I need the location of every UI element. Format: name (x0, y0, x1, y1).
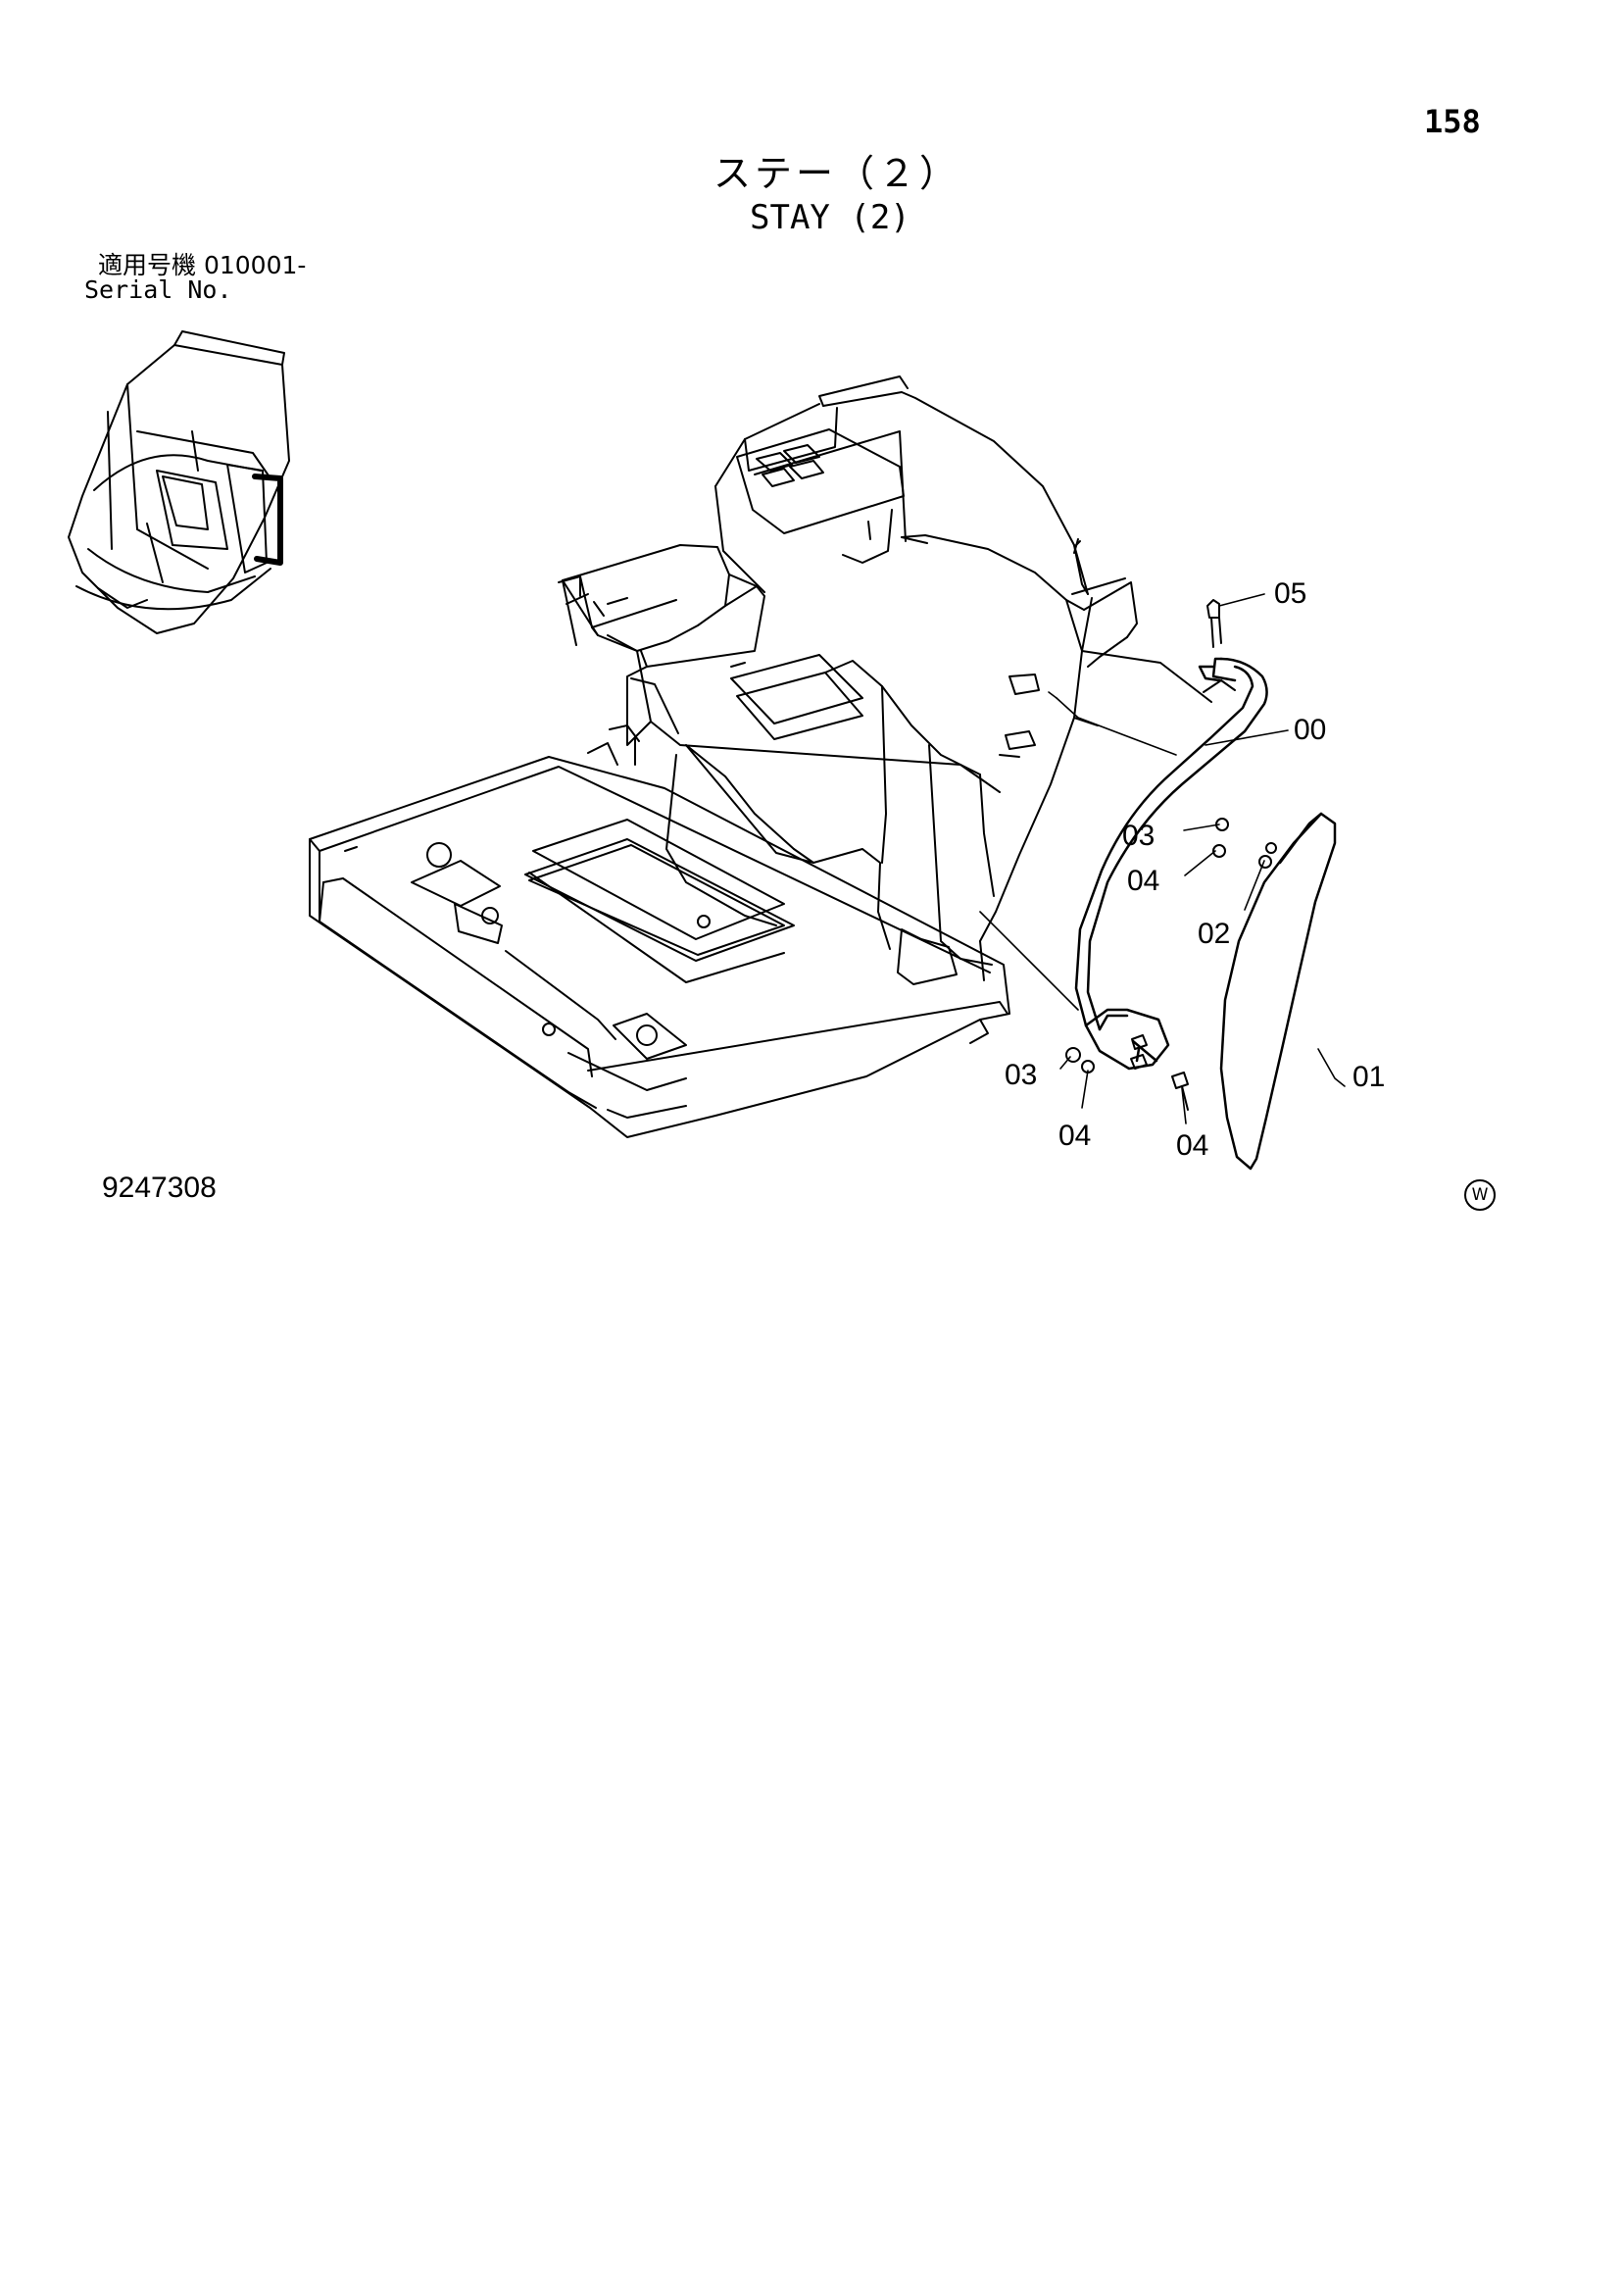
callout-04-lower-left: 04 (1058, 1120, 1091, 1152)
handrail-stay (1074, 657, 1268, 1071)
callout-04-lower-right: 04 (1176, 1129, 1208, 1162)
machine-overview-thumbnail (68, 330, 290, 634)
w-mark-icon: W (1464, 1179, 1496, 1211)
page-number: 158 (1424, 103, 1481, 140)
console-cover (558, 375, 1236, 985)
page-title-en: STAY (2) (750, 198, 910, 237)
callout-01: 01 (1352, 1061, 1385, 1093)
serial-label-jp: 適用号機 010001- (98, 251, 307, 279)
diagram-number: 9247308 (102, 1172, 217, 1204)
callout-03-lower: 03 (1005, 1059, 1037, 1091)
serial-label-en: Serial No. (84, 275, 232, 304)
floor-frame (309, 756, 1010, 1138)
page-title-jp: ステー（２） (713, 152, 961, 195)
callout-leaders (979, 593, 1346, 1124)
callout-03-upper: 03 (1122, 820, 1155, 852)
callout-02: 02 (1198, 918, 1230, 950)
floor-plates (481, 654, 863, 1036)
callout-05: 05 (1274, 577, 1306, 610)
fender-panel (1219, 812, 1337, 1171)
callout-00: 00 (1294, 714, 1326, 746)
fasteners (1065, 599, 1277, 1111)
callout-04-upper: 04 (1127, 865, 1159, 897)
